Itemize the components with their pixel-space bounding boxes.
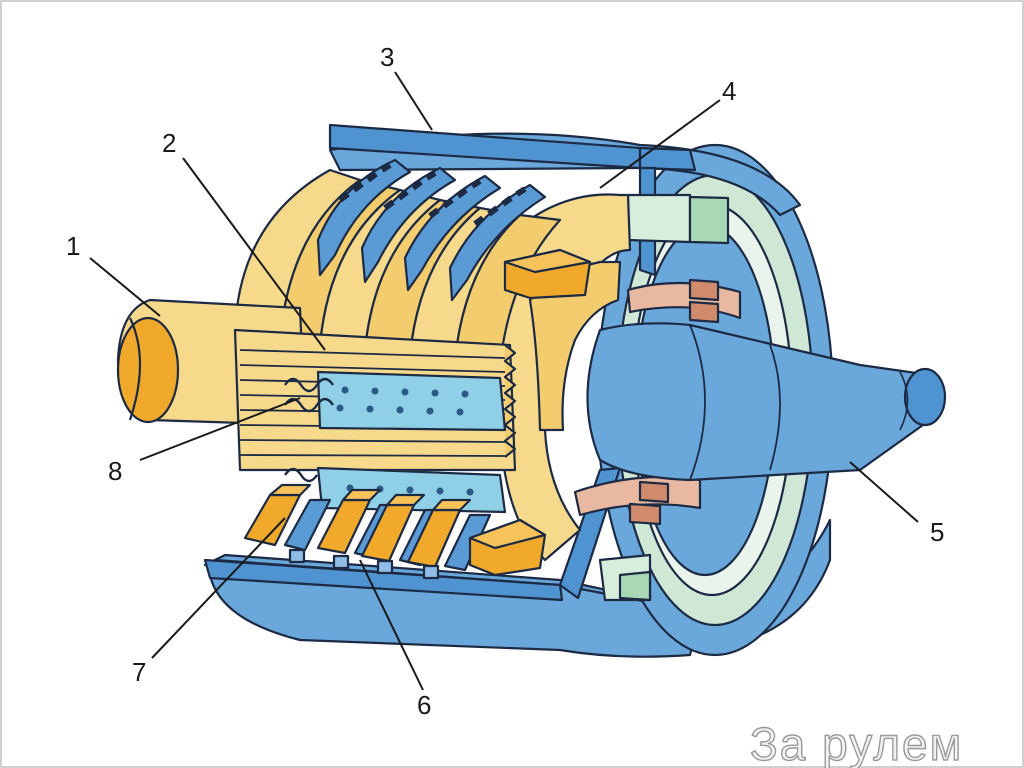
- callout-8: 8: [108, 456, 122, 486]
- steel-plates-top: [316, 158, 547, 302]
- callout-2: 2: [162, 128, 176, 158]
- watermark-logo: За рулем: [750, 718, 963, 768]
- callout-6: 6: [417, 690, 431, 720]
- callout-4: 4: [722, 76, 736, 106]
- callout-5: 5: [930, 517, 944, 547]
- lower-plate-pack: [243, 483, 547, 580]
- callout-3: 3: [380, 42, 394, 72]
- output-shaft: [586, 322, 947, 482]
- leader-lines: [89, 71, 919, 691]
- callout-1: 1: [66, 231, 80, 261]
- callout-7: 7: [132, 657, 146, 687]
- bearing-rings: [573, 193, 742, 602]
- callout-labels: 1 2 3 4 5 6 7 8: [66, 42, 944, 720]
